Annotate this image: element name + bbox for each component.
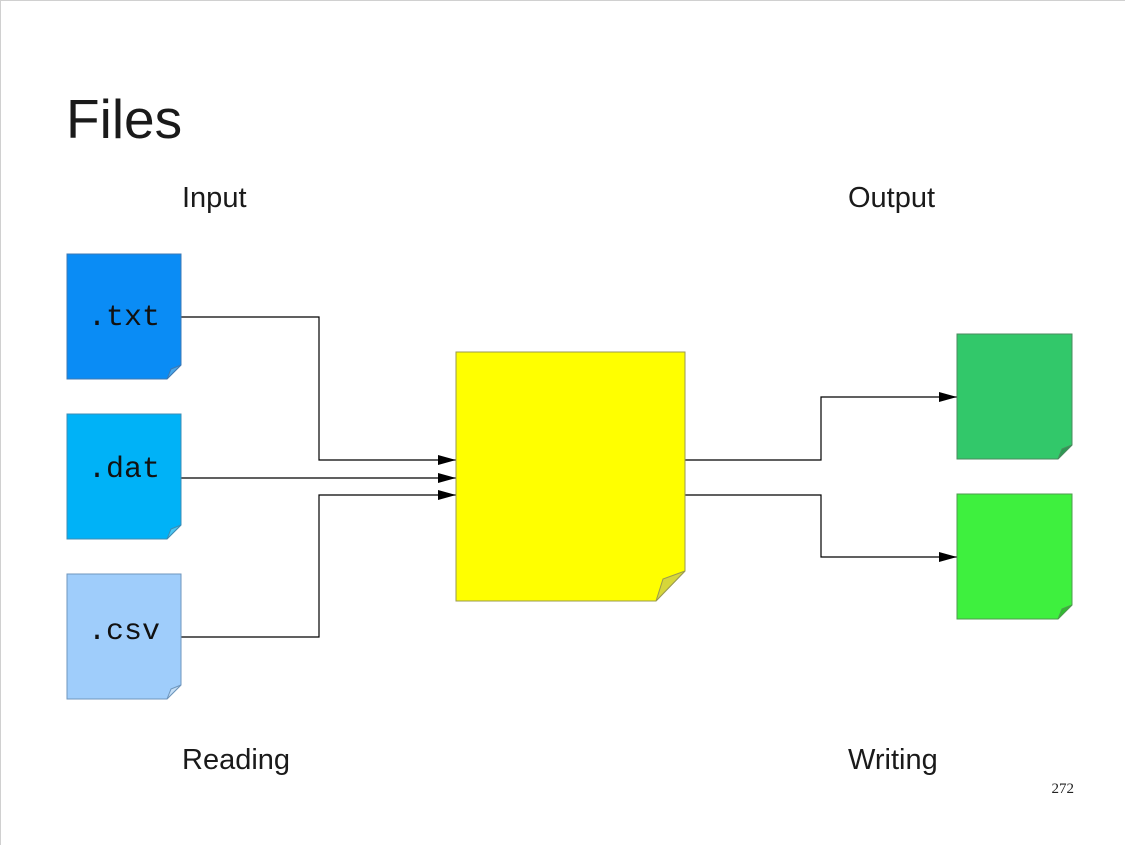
connector-csv bbox=[181, 490, 456, 638]
input-heading: Input bbox=[182, 182, 247, 214]
page-fold bbox=[166, 524, 182, 540]
page-fold bbox=[166, 364, 182, 380]
output-connectors bbox=[685, 392, 957, 562]
page-fold bbox=[1057, 604, 1073, 620]
file-label-txt: .txt bbox=[88, 301, 160, 335]
document-icon bbox=[455, 351, 686, 602]
page-number: 272 bbox=[1052, 781, 1075, 797]
file-label-csv: .csv bbox=[88, 615, 160, 649]
output-file-2 bbox=[956, 493, 1073, 620]
connector-output-2 bbox=[685, 494, 957, 562]
connector-output-1 bbox=[685, 392, 957, 461]
output-file-1 bbox=[956, 333, 1073, 460]
input-file-dat: .dat bbox=[66, 413, 182, 540]
output-heading: Output bbox=[848, 182, 935, 214]
file-label-dat: .dat bbox=[88, 453, 160, 487]
document-icon bbox=[956, 493, 1073, 620]
document-icon bbox=[956, 333, 1073, 460]
input-file-txt: .txt bbox=[66, 253, 182, 380]
input-connectors bbox=[181, 316, 456, 638]
reading-caption: Reading bbox=[182, 744, 290, 776]
writing-caption: Writing bbox=[848, 744, 938, 776]
page-fold bbox=[1057, 444, 1073, 460]
input-file-csv: .csv bbox=[66, 573, 182, 700]
page-fold bbox=[166, 684, 182, 700]
slide-title: Files bbox=[66, 88, 182, 150]
program-document bbox=[455, 351, 686, 602]
connector-txt bbox=[181, 316, 456, 465]
page-fold bbox=[655, 570, 686, 602]
